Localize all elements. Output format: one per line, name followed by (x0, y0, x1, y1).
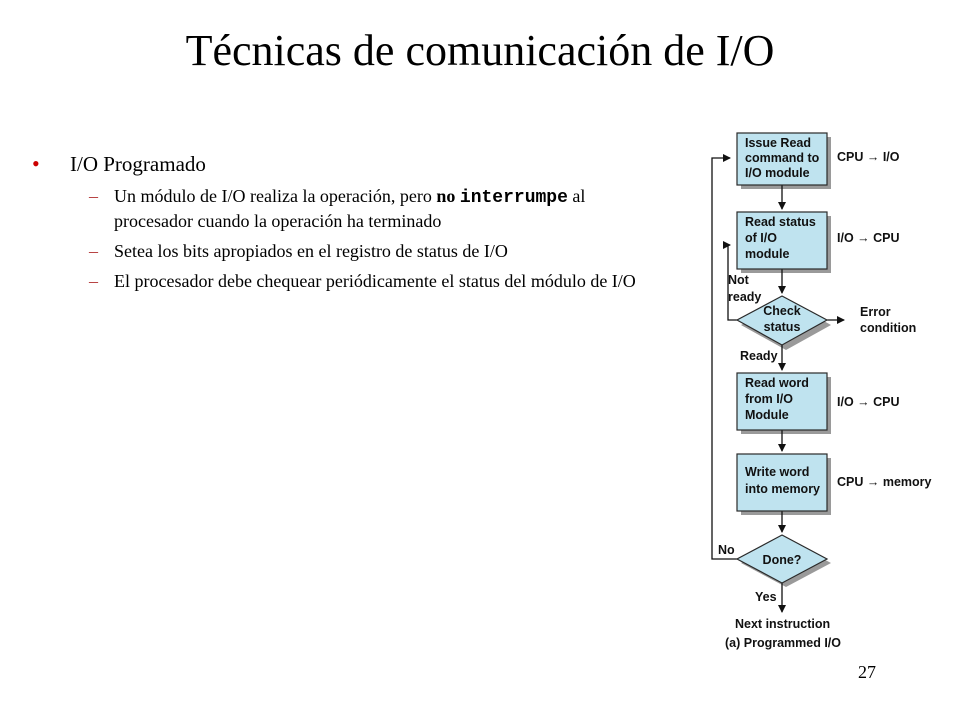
issue-box-line-2: command to (745, 151, 820, 165)
bullet-main: • I/O Programado (32, 150, 642, 178)
write-box-line-1: Write word (745, 465, 809, 479)
dash-icon: – (89, 241, 98, 261)
issue-box-line-3: I/O module (745, 166, 810, 180)
slide-title: Técnicas de comunicación de I/O (185, 26, 775, 75)
sub-bullet-1: – Un módulo de I/O realiza la operación,… (32, 185, 642, 233)
issue-box-line-1: Issue Read (745, 136, 811, 150)
dash-icon: – (89, 186, 98, 206)
label-ready-word: ready (728, 290, 761, 304)
write-box-line-2: into memory (745, 482, 820, 496)
done-diamond (735, 534, 829, 584)
sub-bullet-1-text-b: al procesador cuando la operación ha ter… (114, 186, 586, 231)
label-cpu-to-io: CPU → I/O (837, 150, 900, 164)
dash-icon: – (89, 271, 98, 291)
sub-bullet-3: – El procesador debe chequear periódicam… (32, 270, 642, 293)
check-status-diamond (735, 295, 829, 346)
readstatus-box-line-1: Read status (745, 215, 816, 229)
readstatus-box-line-2: of I/O (745, 231, 777, 245)
label-error: Error (860, 305, 891, 319)
bullet-list: • I/O Programado – Un módulo de I/O real… (32, 150, 642, 293)
read-status-box (736, 211, 828, 270)
label-no: No (718, 543, 735, 557)
programmed-io-flowchart: Issue Read command to I/O module Read st… (711, 132, 932, 650)
check-diamond-line-2: status (764, 320, 801, 334)
label-ready: Ready (740, 349, 778, 363)
label-io-to-cpu-1: I/O → CPU (837, 231, 900, 245)
diagram-caption: (a) Programmed I/O (725, 636, 841, 650)
label-condition: condition (860, 321, 916, 335)
sub-bullet-1-bold-no: no (436, 186, 456, 206)
arrow-notready-loop (723, 241, 737, 321)
readstatus-box-line-3: module (745, 247, 789, 261)
label-not: Not (728, 273, 750, 287)
bullet-dot-icon: • (32, 151, 40, 176)
label-cpu-to-memory: CPU → memory (837, 475, 932, 489)
sub-bullet-2-text: Setea los bits apropiados en el registro… (114, 241, 508, 261)
label-io-to-cpu-2: I/O → CPU (837, 395, 900, 409)
issue-read-box (736, 132, 828, 186)
bullet-main-text: I/O Programado (70, 152, 206, 176)
label-next-instruction: Next instruction (735, 617, 830, 631)
readword-box-line-3: Module (745, 408, 789, 422)
check-diamond-line-1: Check (763, 304, 801, 318)
readword-box-line-2: from I/O (745, 392, 793, 406)
done-diamond-text: Done? (763, 553, 802, 567)
write-word-box (736, 453, 828, 512)
sub-bullet-1-bold-interrumpe: interrumpe (459, 188, 568, 208)
label-yes: Yes (755, 590, 777, 604)
sub-bullet-1-text-a: Un módulo de I/O realiza la operación, p… (114, 186, 437, 206)
sub-bullet-3-text: El procesador debe chequear periódicamen… (114, 271, 636, 291)
read-word-box (736, 372, 828, 431)
page-number: 27 (858, 662, 876, 682)
arrow-no-loop (711, 154, 737, 560)
sub-bullet-2: – Setea los bits apropiados en el regist… (32, 240, 642, 263)
readword-box-line-1: Read word (745, 376, 809, 390)
